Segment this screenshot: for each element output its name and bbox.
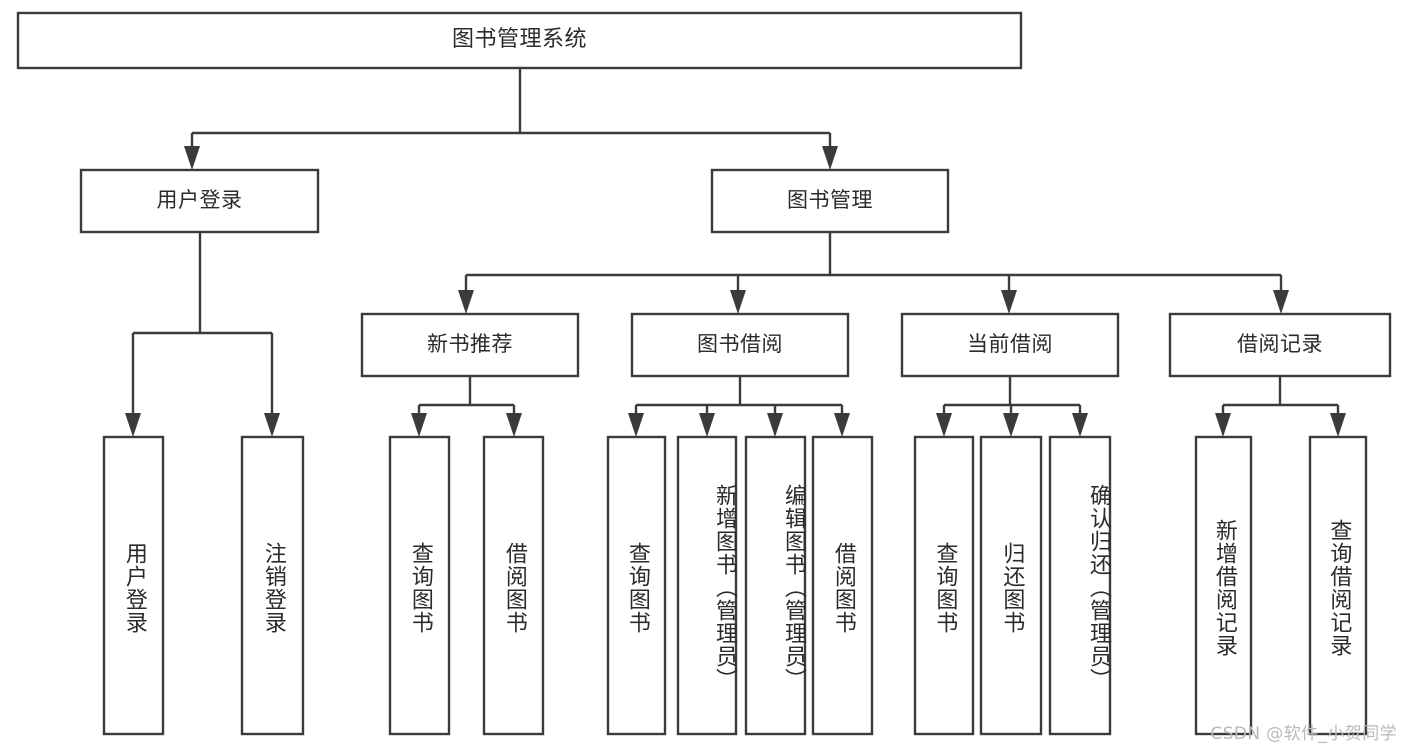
node-box-book-borrow[interactable] — [630, 312, 850, 378]
node-box-leaf-user-login[interactable] — [102, 435, 165, 736]
connector-currentborrow-to-leaves — [936, 376, 1088, 437]
node-box-leaf-edit-book[interactable] — [744, 435, 807, 736]
node-box-leaf-add-book[interactable] — [676, 435, 738, 736]
node-box-borrow-record[interactable] — [1168, 312, 1392, 378]
node-box-leaf-borrow-book-1[interactable] — [482, 435, 545, 736]
node-box-user-login[interactable] — [79, 168, 320, 234]
connector-bookmanage-to-level3 — [458, 232, 1289, 314]
node-box-leaf-confirm-return[interactable] — [1048, 435, 1112, 736]
connector-userlogin-to-leaves — [125, 232, 280, 437]
node-box-leaf-query-record[interactable] — [1308, 435, 1368, 736]
node-box-root[interactable] — [16, 11, 1023, 70]
node-box-leaf-query-book-1[interactable] — [388, 435, 451, 736]
connector-bookborrow-to-leaves — [628, 376, 850, 437]
node-box-leaf-logout[interactable] — [240, 435, 305, 736]
node-box-leaf-return-book[interactable] — [979, 435, 1043, 736]
connector-newbookrec-to-leaves — [411, 376, 522, 437]
node-box-new-book-rec[interactable] — [360, 312, 580, 378]
connector-borrowrecord-to-leaves — [1215, 376, 1346, 437]
node-box-leaf-borrow-book-2[interactable] — [811, 435, 874, 736]
watermark: CSDN @软件_小贺同学 — [1210, 724, 1397, 744]
connector-root-to-level2 — [184, 68, 838, 170]
node-box-leaf-query-book-2[interactable] — [606, 435, 667, 736]
node-box-current-borrow[interactable] — [900, 312, 1120, 378]
node-box-leaf-query-book-3[interactable] — [913, 435, 975, 736]
node-box-leaf-add-record[interactable] — [1194, 435, 1253, 736]
node-box-book-manage[interactable] — [710, 168, 950, 234]
